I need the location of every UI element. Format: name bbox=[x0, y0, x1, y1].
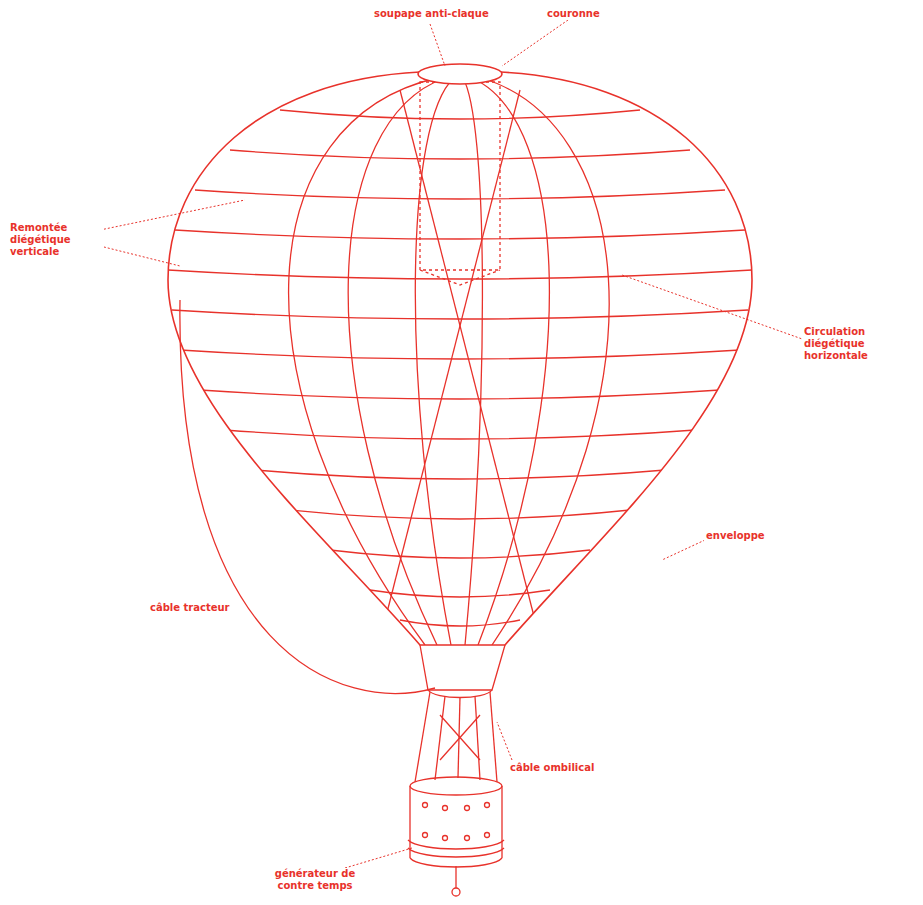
tow-cable bbox=[180, 300, 435, 693]
part-label: couronne bbox=[545, 8, 602, 20]
part-label: câble tracteur bbox=[148, 602, 232, 614]
skirt-and-ropes bbox=[415, 645, 505, 782]
crown bbox=[418, 64, 502, 84]
part-label: générateur de contre temps bbox=[270, 868, 360, 892]
part-label: Circulation diégétique horizontale bbox=[802, 326, 918, 362]
envelope bbox=[168, 72, 752, 645]
basket bbox=[408, 777, 504, 896]
part-label: soupape anti-claque bbox=[372, 8, 491, 20]
part-label: enveloppe bbox=[704, 530, 767, 542]
leader-lines bbox=[100, 20, 805, 868]
part-label: câble ombilical bbox=[508, 762, 596, 774]
part-label: Remontée diégétique verticale bbox=[8, 222, 104, 258]
